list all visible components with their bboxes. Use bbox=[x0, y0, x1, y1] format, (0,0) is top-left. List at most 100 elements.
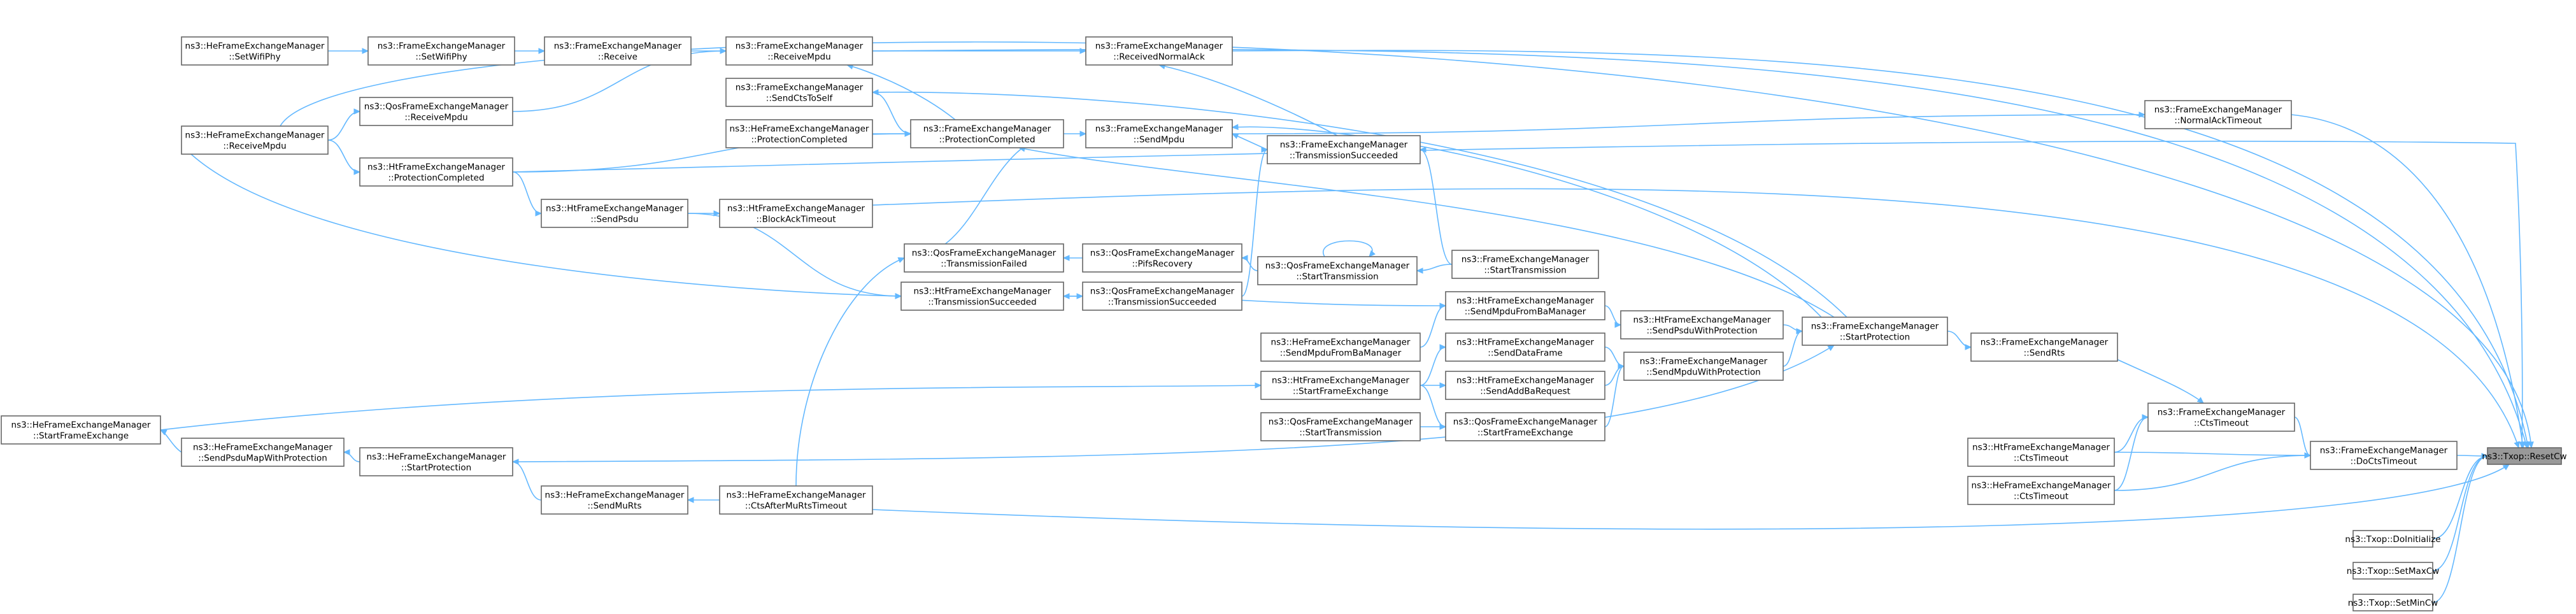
call-edge-line bbox=[1232, 114, 2145, 134]
node-htfem-senddataframe[interactable]: ns3::HtFrameExchangeManager::SendDataFra… bbox=[1445, 332, 1605, 362]
node-class-label: ns3::FrameExchangeManager bbox=[2158, 408, 2286, 418]
node-class-label: ns3::HeFrameExchangeManager bbox=[11, 420, 151, 431]
node-hefem-startframeexchange[interactable]: ns3::HeFrameExchangeManager::StartFrameE… bbox=[1, 415, 161, 445]
node-htfem-startframeexchange[interactable]: ns3::HtFrameExchangeManager::StartFrameE… bbox=[1260, 371, 1421, 400]
node-box bbox=[900, 282, 1064, 311]
call-edge bbox=[2294, 417, 2312, 459]
call-edge bbox=[904, 131, 1065, 259]
node-class-label: ns3::HtFrameExchangeManager bbox=[1456, 376, 1594, 386]
node-hefem-protectioncompleted[interactable]: ns3::HeFrameExchangeManager::ProtectionC… bbox=[725, 119, 873, 148]
node-qosfem-starttransmission-b[interactable]: ns3::QosFrameExchangeManager::StartTrans… bbox=[1260, 412, 1421, 441]
node-class-label: ns3::QosFrameExchangeManager bbox=[1090, 248, 1235, 259]
node-qosfem-transmissionsucceeded[interactable]: ns3::QosFrameExchangeManager::Transmissi… bbox=[1082, 282, 1242, 311]
node-htfem-sendmpdufrombamanager[interactable]: ns3::HtFrameExchangeManager::SendMpduFro… bbox=[1445, 291, 1605, 320]
call-edge-line bbox=[1420, 149, 1453, 265]
call-edge-line bbox=[872, 464, 2510, 530]
node-class-label: ns3::HtFrameExchangeManager bbox=[367, 162, 505, 173]
node-method-label: ::SendPsduMapWithProtection bbox=[198, 453, 327, 464]
node-method-label: ::CtsTimeout bbox=[2014, 492, 2068, 502]
call-edge-line bbox=[904, 133, 1064, 259]
node-htfem-protectioncompleted[interactable]: ns3::HtFrameExchangeManager::ProtectionC… bbox=[359, 157, 513, 187]
node-method-label: ::StartProtection bbox=[401, 463, 471, 473]
node-txop-setmincw[interactable]: ns3::Txop::SetMinCw bbox=[2348, 594, 2438, 611]
call-edge-line bbox=[2114, 455, 2311, 491]
node-qosfem-transmissionfailed[interactable]: ns3::QosFrameExchangeManager::Transmissi… bbox=[904, 243, 1064, 273]
node-fem-startprotection[interactable]: ns3::FrameExchangeManager::StartProtecti… bbox=[1802, 317, 1948, 346]
node-fem-starttransmission[interactable]: ns3::FrameExchangeManager::StartTransmis… bbox=[1451, 250, 1599, 279]
node-fem-sendctstoself[interactable]: ns3::FrameExchangeManager::SendCtsToSelf bbox=[725, 78, 873, 107]
call-edge-line bbox=[2114, 452, 2311, 456]
node-method-label: ::SendMpduWithProtection bbox=[1646, 368, 1760, 378]
node-hefem-startprotection[interactable]: ns3::HeFrameExchangeManager::StartProtec… bbox=[359, 447, 513, 476]
node-fem-setwifiphy[interactable]: ns3::FrameExchangeManager::SetWifiPhy bbox=[367, 36, 515, 66]
node-fem-sendmpdu[interactable]: ns3::FrameExchangeManager::SendMpdu bbox=[1085, 119, 1233, 148]
node-method-label: ::StartFrameExchange bbox=[1293, 387, 1388, 397]
node-fem-dectstimeout[interactable]: ns3::FrameExchangeManager::DoCtsTimeout bbox=[2310, 441, 2458, 470]
arrowhead-icon bbox=[2502, 464, 2510, 471]
node-fem-sendrts[interactable]: ns3::FrameExchangeManager::SendRts bbox=[1970, 332, 2118, 362]
node-txop-setmaxcw[interactable]: ns3::Txop::SetMaxCw bbox=[2347, 562, 2440, 580]
node-htfem-sendpsdu[interactable]: ns3::HtFrameExchangeManager::SendPsdu bbox=[541, 199, 688, 228]
node-qosfem-startframeexchange[interactable]: ns3::QosFrameExchangeManager::StartFrame… bbox=[1445, 412, 1605, 441]
node-hefem-ctsaftermurtstimeout[interactable]: ns3::HeFrameExchangeManager::CtsAfterMuR… bbox=[719, 485, 873, 515]
call-edge bbox=[190, 154, 902, 299]
arrowhead-icon bbox=[2514, 441, 2520, 449]
arrowhead-icon bbox=[1062, 293, 1070, 299]
call-edge bbox=[2432, 453, 2489, 603]
call-edge-line bbox=[2432, 455, 2488, 539]
node-box bbox=[2352, 594, 2433, 611]
call-edge-line bbox=[512, 345, 1835, 462]
node-fem-normalacktimeout[interactable]: ns3::FrameExchangeManager::NormalAckTime… bbox=[2144, 100, 2292, 129]
node-txop-resetcw[interactable]: ns3::Txop::ResetCw bbox=[2482, 447, 2567, 465]
node-fem-transmissionsucceeded[interactable]: ns3::FrameExchangeManager::TransmissionS… bbox=[1267, 135, 1421, 164]
node-class-label: ns3::HtFrameExchangeManager bbox=[1272, 376, 1409, 386]
node-class-label: ns3::FrameExchangeManager bbox=[378, 41, 506, 52]
arrowhead-icon bbox=[2142, 414, 2149, 420]
node-htfem-sendpsduwithprotection[interactable]: ns3::HtFrameExchangeManager::SendPsduWit… bbox=[1620, 310, 1784, 339]
node-class-label: ns3::QosFrameExchangeManager bbox=[1453, 417, 1598, 427]
arrowhead-icon bbox=[1827, 345, 1835, 352]
node-fem-receivempdu[interactable]: ns3::FrameExchangeManager::ReceiveMpdu bbox=[725, 36, 873, 66]
node-class-label: ns3::QosFrameExchangeManager bbox=[1090, 287, 1235, 297]
node-method-label: ::SendMpduFromBaManager bbox=[1280, 348, 1402, 359]
node-qosfem-pifsrecovery[interactable]: ns3::QosFrameExchangeManager::PifsRecove… bbox=[1082, 243, 1242, 273]
node-method-label: ::StartProtection bbox=[1840, 332, 1910, 343]
node-fem-receivednormalack[interactable]: ns3::FrameExchangeManager::ReceivedNorma… bbox=[1085, 36, 1233, 66]
call-edge-line bbox=[327, 139, 360, 173]
node-class-label: ns3::FrameExchangeManager bbox=[1095, 41, 1223, 52]
call-edge-line bbox=[2114, 417, 2149, 453]
node-method-label: ::StartFrameExchange bbox=[1477, 428, 1573, 438]
arrowhead-icon bbox=[687, 497, 694, 503]
node-hefem-sendmurts[interactable]: ns3::HeFrameExchangeManager::SendMuRts bbox=[541, 485, 688, 515]
node-method-label: ::TransmissionSucceeded bbox=[928, 297, 1036, 308]
node-box bbox=[1260, 371, 1421, 400]
node-class-label: ns3::FrameExchangeManager bbox=[1280, 140, 1408, 150]
call-edge bbox=[1241, 146, 1269, 297]
node-hefem-sendmpdufrombamanager[interactable]: ns3::HeFrameExchangeManager::SendMpduFro… bbox=[1260, 332, 1421, 362]
node-method-label: ::StartTransmission bbox=[1484, 266, 1566, 276]
node-hefem-receivempdu[interactable]: ns3::HeFrameExchangeManager::ReceiveMpdu bbox=[181, 125, 329, 155]
node-fem-sendmpduwithprotection[interactable]: ns3::FrameExchangeManager::SendMpduWithP… bbox=[1623, 352, 1784, 381]
node-htfem-blockacktimeout[interactable]: ns3::HtFrameExchangeManager::BlockAckTim… bbox=[719, 199, 873, 228]
node-htfem-ctstimeout[interactable]: ns3::HtFrameExchangeManager::CtsTimeout bbox=[1967, 438, 2115, 467]
node-fem-receive[interactable]: ns3::FrameExchangeManager::Receive bbox=[544, 36, 692, 66]
node-hefem-ctstimeout[interactable]: ns3::HeFrameExchangeManager::CtsTimeout bbox=[1967, 476, 2115, 505]
node-hefem-sendpsdumapwithprotection[interactable]: ns3::HeFrameExchangeManager::SendPsduMap… bbox=[181, 438, 345, 467]
node-box bbox=[1267, 135, 1421, 164]
node-txop-doinitialize[interactable]: ns3::Txop::DoInitialize bbox=[2345, 530, 2441, 548]
node-fem-protectioncompleted[interactable]: ns3::FrameExchangeManager::ProtectionCom… bbox=[910, 119, 1064, 148]
node-class-label: ns3::HeFrameExchangeManager bbox=[185, 131, 325, 141]
node-qosfem-receivempdu[interactable]: ns3::QosFrameExchangeManager::ReceiveMpd… bbox=[359, 97, 513, 126]
arrowhead-icon bbox=[1439, 303, 1447, 309]
node-box bbox=[181, 125, 329, 155]
node-fem-ctstimeout[interactable]: ns3::FrameExchangeManager::CtsTimeout bbox=[2147, 403, 2295, 432]
node-hefem-setwifiphy[interactable]: ns3::HeFrameExchangeManager::SetWifiPhy bbox=[181, 36, 329, 66]
node-box bbox=[1260, 332, 1421, 362]
node-class-label: ns3::HtFrameExchangeManager bbox=[1633, 315, 1771, 325]
node-box bbox=[1445, 332, 1605, 362]
node-htfem-transmissionsucceeded[interactable]: ns3::HtFrameExchangeManager::Transmissio… bbox=[900, 282, 1064, 311]
node-class-label: ns3::QosFrameExchangeManager bbox=[912, 248, 1057, 259]
node-box bbox=[1, 415, 161, 445]
node-qosfem-starttransmission-a[interactable]: ns3::QosFrameExchangeManager::StartTrans… bbox=[1257, 256, 1418, 285]
node-htfem-sendaddbarequest[interactable]: ns3::HtFrameExchangeManager::SendAddBaRe… bbox=[1445, 371, 1605, 400]
